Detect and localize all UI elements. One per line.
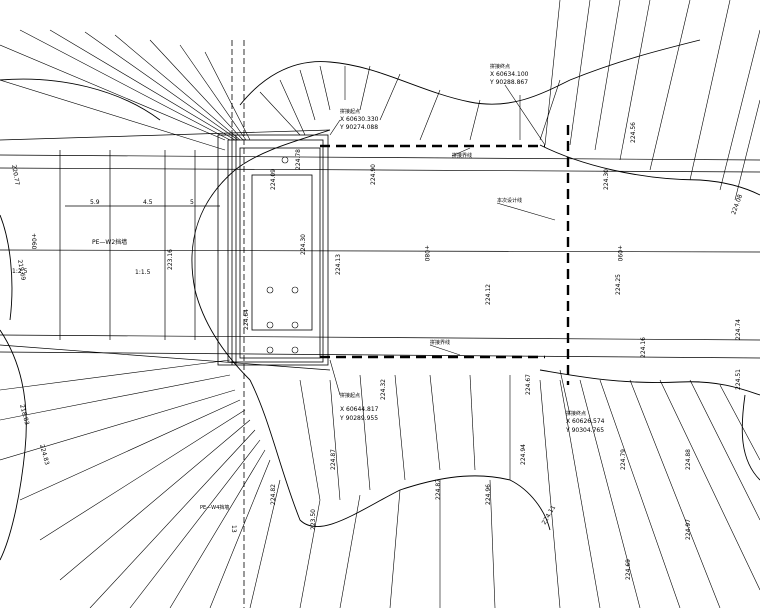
elev-label: 224.56 (630, 122, 637, 143)
station-060: +060 (30, 233, 37, 250)
slope-label-1: 1:2.5 (12, 268, 28, 275)
pt-top-right-name: 拼接终点 (490, 63, 510, 70)
elev-label: 224.16 (640, 337, 647, 358)
elev-label: 224.09 (270, 169, 277, 190)
station-090: +090 (616, 245, 623, 262)
elev-label: 224.87 (435, 479, 442, 500)
structure-outline (217, 40, 329, 608)
elev-label: 219.69 (16, 259, 27, 281)
pt-bottom-left-name: 拼接起点 (340, 392, 360, 399)
elev-label: 224.94 (520, 444, 527, 465)
elev-label: 224.30 (300, 234, 307, 255)
bottom-boundary-label: 拼接界线 (430, 339, 450, 346)
pt-top-left-x: X 60630.330 (340, 116, 379, 123)
pt-bottom-right-name: 拼接终点 (566, 410, 586, 417)
elev-label: 224.08 (730, 193, 744, 215)
elev-label: 224.97 (685, 519, 692, 540)
elev-label: 224.67 (525, 374, 532, 395)
elev-label: 223.16 (167, 249, 174, 270)
leader-lines (329, 84, 571, 416)
terrain-outlines (0, 39, 760, 561)
elev-label: 224.90 (370, 164, 377, 185)
elev-label: 224.74 (735, 319, 742, 340)
elev-label: 224.88 (685, 449, 692, 470)
elev-label: 223.50 (310, 509, 317, 530)
dim-label-3: 5 (190, 199, 194, 206)
elev-label: 224.83 (38, 444, 50, 466)
elev-label: 224.96 (485, 484, 492, 505)
pt-top-right-y: Y 90288.867 (489, 79, 528, 86)
road-lines (0, 129, 760, 371)
dim-label-1: 5.9 (90, 199, 100, 206)
pt-top-right-x: X 60634.100 (490, 71, 529, 78)
survey-point-markers (266, 156, 299, 354)
elev-label: 220.77 (10, 164, 21, 186)
elev-label: 218.83 (18, 404, 30, 426)
design-line-label: 本次设计线 (497, 197, 522, 204)
pt-top-left-y: Y 90274.088 (339, 124, 378, 131)
elev-label: 224.78 (295, 149, 302, 170)
pt-bottom-right-x: X 60626.574 (566, 418, 605, 425)
wall-pe-w2-label: PE—W2挡墙 (92, 238, 127, 246)
elev-label: 224.12 (485, 284, 492, 305)
elev-label: 224.30 (603, 169, 610, 190)
dim-label-4: 13 (230, 525, 237, 533)
elev-label: 224.32 (380, 379, 387, 400)
wall-pe-w4-label: PE—W4挡墙 (200, 504, 229, 511)
pt-bottom-left-x: X 60644.817 (340, 406, 379, 413)
elev-label: 224.79 (620, 449, 627, 470)
pt-bottom-left-y: Y 90289.955 (339, 415, 378, 422)
elev-label: 224.11 (541, 504, 558, 526)
top-boundary-label: 拼接界线 (452, 152, 472, 159)
elev-label: 224.82 (270, 484, 277, 505)
elev-label: 224.13 (335, 254, 342, 275)
pt-bottom-right-y: Y 90304.765 (565, 427, 604, 434)
pt-top-left-name: 拼接起点 (340, 108, 360, 115)
elev-label: 224.51 (735, 369, 742, 390)
elev-label: 224.25 (615, 274, 622, 295)
dim-label-2: 4.5 (143, 199, 153, 206)
elev-label: 224.64 (243, 309, 250, 330)
station-080: +080 (423, 245, 430, 262)
slope-label-2: 1:1.5 (135, 269, 151, 276)
tie-in-boundary (320, 125, 570, 385)
elev-label: 224.69 (625, 559, 632, 580)
elev-label: 224.87 (330, 449, 337, 470)
